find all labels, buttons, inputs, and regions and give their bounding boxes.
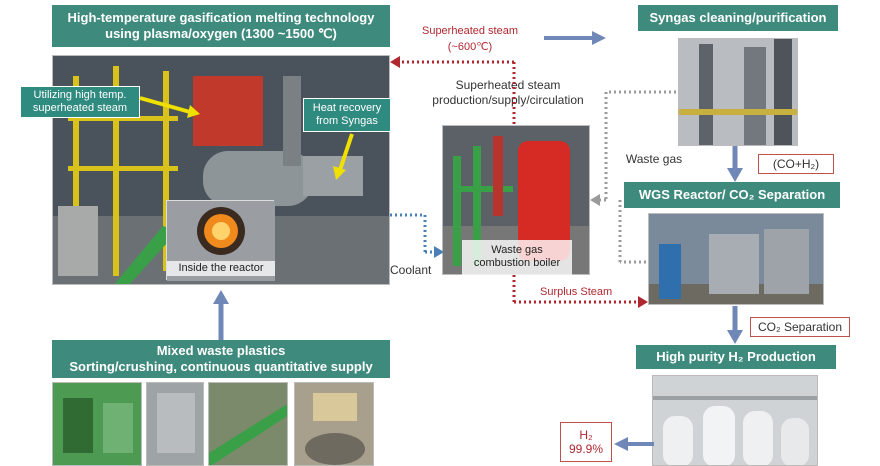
- reactor-inside-photo: Inside the reactor: [166, 200, 275, 281]
- plastics-photo-4: [294, 382, 374, 466]
- conveyor-icon: [209, 383, 287, 465]
- plastics-subtitle: Sorting/crushing, continuous quantitativ…: [69, 359, 373, 374]
- steam-production-label: Superheated steam production/supply/circ…: [432, 78, 584, 107]
- control-panel-icon: [147, 383, 203, 465]
- surplus-steam-label: Surplus Steam: [540, 286, 613, 298]
- arrow-plastics-to-plant-icon: [213, 290, 229, 340]
- waste-gas-label: Waste gas: [625, 152, 683, 166]
- heat-recovery-callout: Heat recovery from Syngas: [303, 98, 391, 132]
- arrow-syngas-wgs-icon: [727, 146, 743, 182]
- wgs-banner: WGS Reactor/ CO₂ Separation: [624, 182, 840, 208]
- co2-separation-box: CO₂ Separation: [750, 317, 850, 337]
- h2-purity-value: 99.9%: [568, 442, 604, 456]
- sorting-machine-icon: [53, 383, 141, 465]
- arrow-h2-output-icon: [614, 437, 654, 451]
- h2-label: H₂: [579, 428, 593, 442]
- h2-photo: [652, 375, 818, 466]
- arrow-wgs-h2-icon: [727, 306, 743, 344]
- boiler-caption: Waste gas combustion boiler: [462, 240, 572, 276]
- coolant-label: Coolant: [390, 263, 432, 277]
- h2-banner: High purity H₂ Production: [636, 345, 836, 369]
- wgs-photo: [648, 213, 824, 305]
- syngas-banner: Syngas cleaning/purification: [638, 5, 838, 31]
- h2-purity-box: H₂ 99.9%: [560, 422, 612, 462]
- plastics-title: Mixed waste plastics: [156, 343, 286, 358]
- gasification-banner: High-temperature gasification melting te…: [52, 5, 390, 47]
- syngas-photo: [678, 38, 798, 146]
- co-h2-box: (CO+H₂): [758, 154, 834, 174]
- plastic-flakes-icon: [295, 383, 373, 465]
- h2-tanks-icon: [653, 376, 817, 465]
- plastics-photo-1: [52, 382, 142, 466]
- plastics-banner: Mixed waste plastics Sorting/crushing, c…: [52, 340, 390, 378]
- steam-use-callout: Utilizing high temp. superheated steam: [20, 86, 140, 118]
- heat-recovery-arrow-icon: [333, 133, 354, 180]
- reactor-caption: Inside the reactor: [167, 261, 275, 276]
- plastics-photo-2: [146, 382, 204, 466]
- wgs-scene-icon: [649, 214, 823, 304]
- purifier-scene-icon: [679, 39, 797, 145]
- arrow-to-syngas-icon: [544, 31, 606, 45]
- steam-temp-label: (~600℃): [447, 41, 493, 53]
- steam-use-arrow-icon: [139, 96, 200, 118]
- superheated-steam-label: Superheated steam: [421, 25, 518, 37]
